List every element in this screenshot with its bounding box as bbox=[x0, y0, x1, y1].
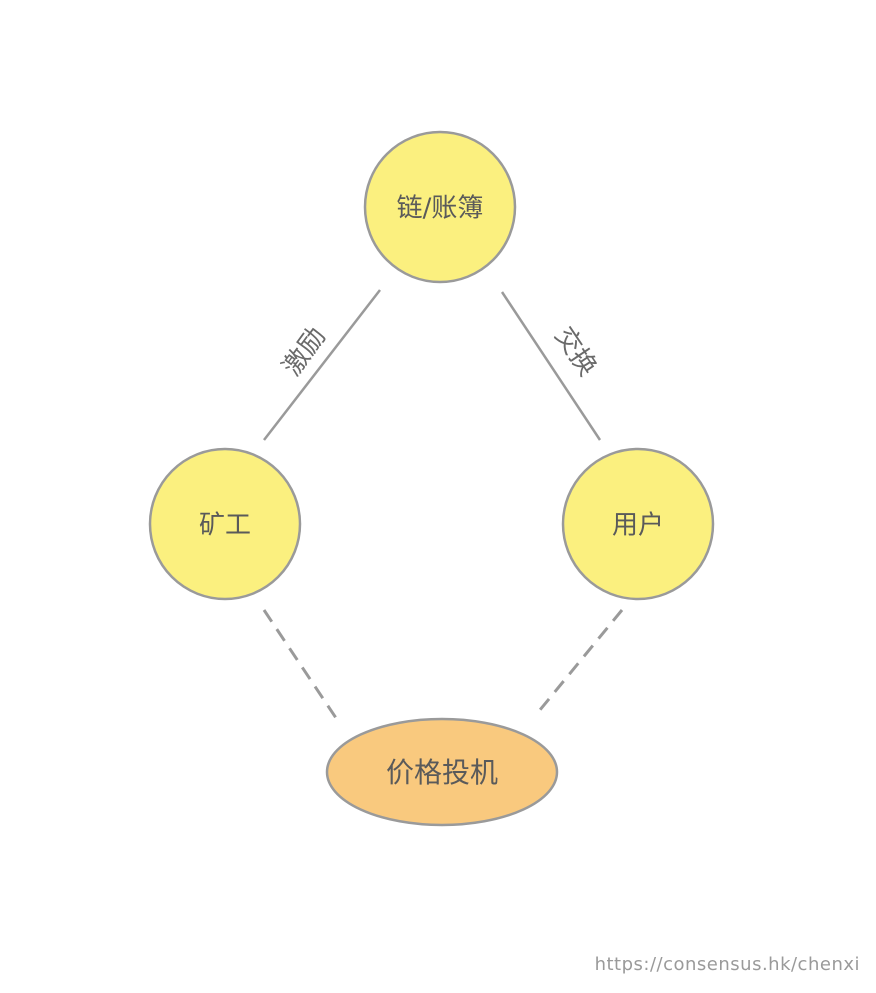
node-speculator-shape bbox=[325, 717, 559, 827]
edge-chain-miner bbox=[263, 289, 381, 441]
edge-miner-speculator bbox=[262, 609, 342, 725]
source-watermark: https://consensus.hk/chenxi bbox=[594, 954, 860, 975]
node-speculator-label: 价格投机 bbox=[386, 756, 498, 789]
node-user-shape bbox=[561, 447, 715, 601]
node-user-label: 用户 bbox=[612, 511, 664, 541]
node-miner-shape bbox=[148, 447, 302, 601]
node-chain-label: 链/账簿 bbox=[397, 194, 484, 224]
node-miner-label: 矿工 bbox=[199, 511, 251, 541]
edge-chain-user bbox=[500, 291, 602, 441]
node-miner: 矿工 bbox=[148, 447, 302, 601]
edge-label-incentive: 激励 bbox=[277, 322, 332, 382]
edge-user-speculator bbox=[533, 609, 624, 717]
node-chain-shape bbox=[363, 130, 517, 284]
node-chain: 链/账簿 bbox=[363, 130, 517, 284]
node-speculator: 价格投机 bbox=[325, 717, 559, 827]
node-user: 用户 bbox=[561, 447, 715, 601]
